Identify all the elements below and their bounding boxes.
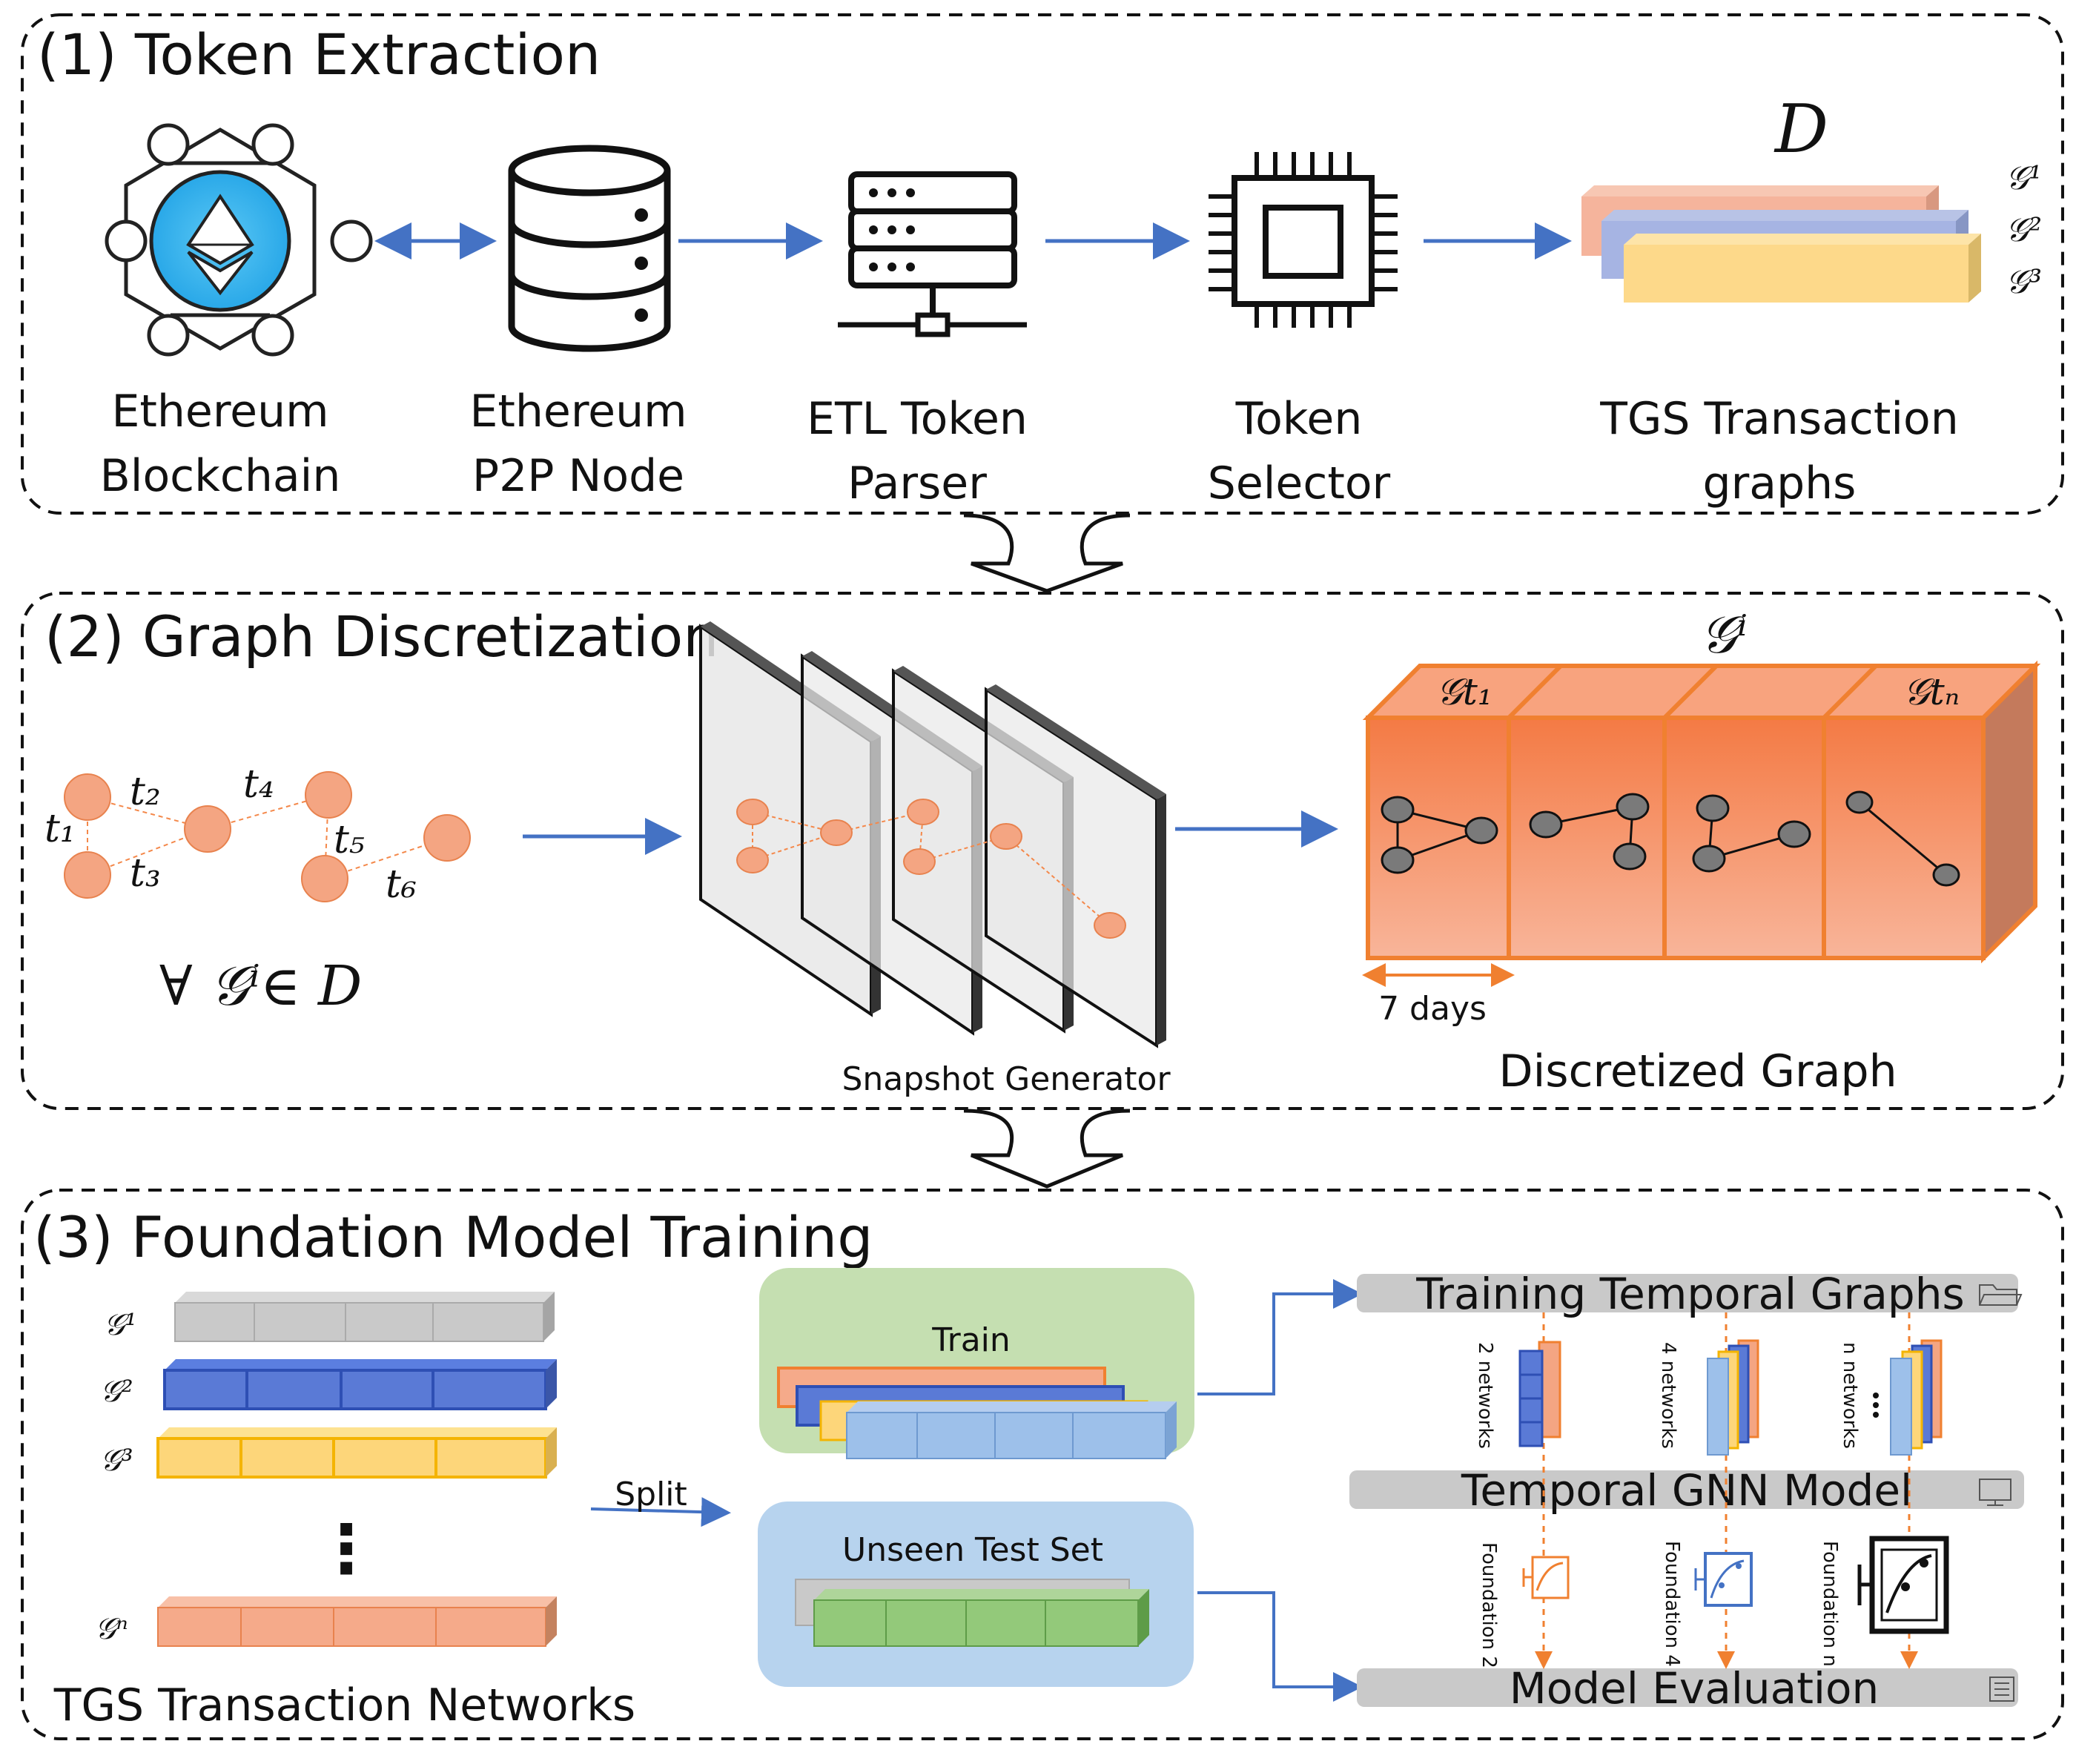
section-2-title: (2) Graph Discretization [44,604,718,670]
gtn-label: 𝒢tₙ [1903,670,1960,713]
snapshot-planes [699,621,1166,1048]
net-g1-label: 𝒢¹ [104,1308,137,1342]
edge-label-t4: t₄ [243,762,274,807]
discretized-graph-label: Discretized Graph [1498,1045,1897,1097]
chip-icon [1209,152,1398,328]
model-icon-large [1857,1536,1949,1634]
folder-icon [1979,1284,2023,1306]
test-stack [795,1579,1149,1647]
edge-label-t6: t₆ [386,862,417,907]
section-graph-discretization: (2) Graph Discretization t₁ t₂ t₃ [21,592,2064,1110]
tgs-graphs-label: TGS Transaction [1599,393,1959,445]
networks-4-label: 4 networks [1657,1342,1679,1449]
database-icon [508,145,671,352]
temporal-gnn-model-bar [1349,1470,2024,1509]
model-evaluation-bar [1357,1668,2018,1707]
p2p-node-label-2: P2P Node [472,450,684,502]
etl-parser-label: ETL Token [807,393,1028,445]
gt1-label: 𝒢t₁ [1436,670,1492,713]
networks-2-label: 2 networks [1474,1342,1496,1449]
training-bar-label: Training Temporal Graphs [1415,1269,1964,1319]
snapshot-generator-label: Snapshot Generator [842,1060,1171,1098]
checklist-icon [1989,1677,2014,1702]
token-selector-label: Token [1235,393,1363,445]
mini-stack-n [1873,1339,1943,1456]
test-label: Unseen Test Set [842,1531,1103,1569]
section-1-title: (1) Token Extraction [37,22,601,87]
ethereum-blockchain-icon [105,123,373,357]
mini-stack-2 [1518,1341,1561,1447]
gi-label: 𝒢ⁱ [1700,604,1748,665]
token-selector-label-2: Selector [1208,457,1391,509]
graph-stack-icon [1581,185,1981,303]
eval-bar-label: Model Evaluation [1510,1663,1880,1714]
tgs-graphs-label-2: graphs [1703,457,1857,509]
edge-label-t3: t₃ [130,851,161,896]
edge-label-t5: t₅ [334,818,365,862]
net-g2-label: 𝒢² [100,1375,133,1409]
etl-parser-label-2: Parser [847,457,987,509]
dataset-symbol: D [1773,90,1828,168]
network-bars [156,1292,557,1647]
server-icon [838,171,1027,337]
gnn-bar-label: Temporal GNN Model [1461,1465,1912,1516]
g1-label: 𝒢¹ [2006,159,2042,197]
edge-label-t2: t₂ [130,770,161,814]
eval-connector [1197,1591,1363,1702]
ethereum-blockchain-label-2: Blockchain [100,450,341,502]
section-foundation-training: (3) Foundation Model Training 𝒢¹ 𝒢² 𝒢³ 𝒢… [21,1189,2064,1740]
mini-stack-4 [1707,1339,1759,1456]
train-stack [777,1367,1177,1459]
discretized-graph-cube [1362,660,2041,964]
forall-label: ∀ 𝒢ⁱ∈ D [159,954,362,1018]
flow-chevron-2 [963,1109,1131,1189]
networks-label: TGS Transaction Networks [53,1679,635,1731]
split-arrow [590,1497,731,1527]
net-gn-label: 𝒢ⁿ [95,1612,128,1646]
train-connector [1197,1279,1363,1395]
p2p-node-label: Ethereum [469,386,687,437]
section-token-extraction: (1) Token Extraction Ethereum Blockchain [21,13,2064,515]
flow-chevron-1 [963,513,1131,593]
foundation-2-label: Foundation 2 [1478,1542,1500,1668]
temporal-graph [64,771,471,902]
model-icon-small [1522,1556,1570,1599]
networks-n-label: n networks [1839,1342,1861,1449]
vertical-dots: ⋮ [313,1510,380,1588]
ethereum-blockchain-label: Ethereum [111,386,328,437]
g2-label: 𝒢² [2006,211,2042,249]
foundation-4-label: Foundation 4 [1661,1541,1683,1667]
g3-label: 𝒢³ [2006,263,2042,301]
foundation-n-label: Foundation n [1819,1541,1841,1667]
section-3-title: (3) Foundation Model Training [33,1204,873,1270]
training-temporal-graphs-bar [1357,1274,2018,1312]
train-label: Train [931,1321,1011,1359]
window-label: 7 days [1378,990,1487,1028]
net-g3-label: 𝒢³ [100,1444,133,1478]
monitor-icon [1979,1479,2011,1506]
edge-label-t1: t₁ [44,807,76,851]
model-icon-medium [1694,1552,1753,1607]
split-label: Split [615,1476,687,1513]
